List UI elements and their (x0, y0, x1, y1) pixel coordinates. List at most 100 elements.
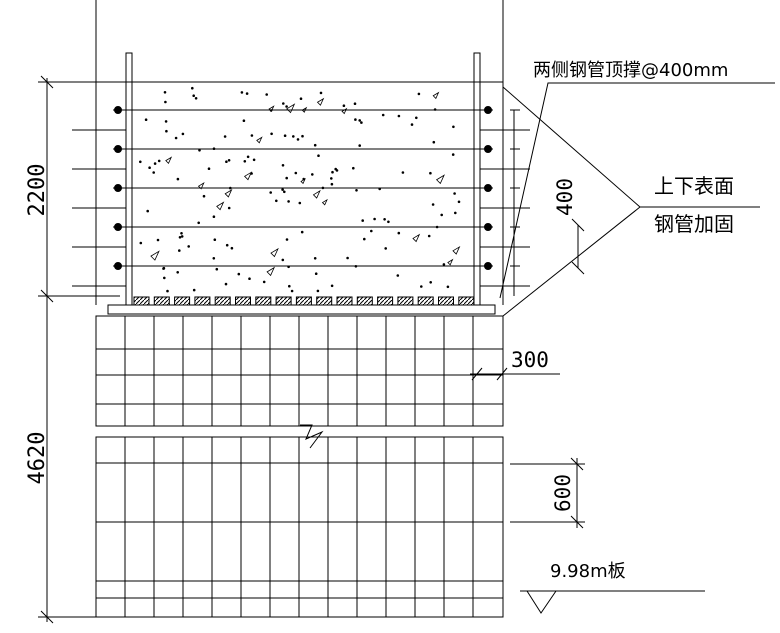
concrete-dot (414, 116, 418, 120)
concrete-dot (163, 276, 166, 280)
concrete-dot (192, 94, 196, 97)
hatched-pad (438, 296, 454, 306)
concrete-dot (330, 284, 334, 288)
concrete-dot (213, 238, 217, 242)
aggregate-triangle (341, 107, 348, 115)
concrete-dot (250, 134, 254, 137)
concrete-dot (180, 235, 184, 238)
hatched-pad (356, 296, 373, 306)
concrete-dot (319, 91, 323, 95)
tie-bolt-right (484, 184, 492, 192)
aggregate-triangle (452, 245, 461, 255)
concrete-dot (346, 256, 349, 260)
tie-bolt-right (484, 262, 492, 270)
aggregate-triangle (216, 201, 225, 211)
aggregate-triangle (432, 91, 440, 100)
tie-bolt-left (114, 223, 122, 231)
aggregate-triangle (412, 233, 421, 243)
concrete-dot (178, 249, 181, 252)
concrete-dot (446, 285, 450, 289)
concrete-dot (162, 267, 165, 270)
concrete-dot (296, 138, 300, 141)
concrete-dot (164, 100, 167, 104)
break-line-symbol (300, 424, 324, 449)
concrete-dot (224, 282, 228, 286)
concrete-dot (291, 135, 295, 138)
concrete-dot (431, 203, 435, 206)
concrete-dot (452, 125, 455, 129)
dim-2200-label: 2200 (25, 164, 50, 217)
concrete-dot (314, 272, 318, 276)
concrete-dot (174, 136, 178, 140)
concrete-dot (440, 213, 444, 217)
aggregate-triangle (197, 182, 205, 190)
tie-bolt-right (484, 106, 492, 114)
concrete-dot (166, 289, 169, 293)
dim-300-tick-left (471, 367, 483, 381)
concrete-dot (442, 263, 446, 266)
concrete-dot (287, 265, 290, 269)
hatched-pad (153, 296, 170, 306)
concrete-dot (212, 147, 216, 151)
hatched-pad (174, 296, 191, 306)
dim-400-tick-top (571, 218, 585, 232)
hatched-pad (336, 296, 353, 306)
concrete-dot (283, 134, 287, 138)
concrete-dot (212, 215, 216, 219)
concrete-dot (285, 105, 288, 108)
concrete-dot (290, 289, 294, 293)
concrete-dot (387, 220, 390, 224)
dim-tick-mid (40, 289, 54, 303)
dim-600-tick-top (570, 457, 584, 471)
concrete-dot (429, 171, 432, 175)
aggregate-triangle (300, 178, 306, 185)
concrete-dot (246, 155, 250, 159)
dim-tick-bottom (40, 610, 54, 624)
concrete-dot (139, 160, 142, 164)
concrete-dot (410, 123, 414, 126)
concrete-dot (240, 91, 244, 94)
concrete-dot (265, 93, 269, 96)
concrete-dot (331, 170, 334, 174)
aggregate-triangle (321, 198, 328, 206)
concrete-dot (227, 159, 231, 162)
concrete-dot (361, 219, 365, 222)
concrete-dot (165, 129, 168, 133)
hatched-pad (458, 296, 475, 306)
concrete-dot (457, 200, 461, 204)
concrete-dot (153, 162, 157, 165)
concrete-dot (299, 97, 303, 100)
concrete-dot (362, 237, 366, 241)
concrete-dot (152, 171, 156, 174)
aggregate-triangle (312, 189, 321, 199)
concrete-dot (453, 211, 457, 215)
side-callout-leader-upper (502, 86, 641, 208)
aggregate-triangle (286, 103, 296, 114)
concrete-dot (242, 119, 246, 122)
aggregate-triangle (266, 266, 276, 277)
concrete-dot (342, 104, 346, 107)
concrete-dot (176, 270, 180, 274)
concrete-dot (435, 225, 439, 229)
concrete-dot (317, 154, 320, 158)
concrete-dot (274, 199, 278, 203)
concrete-dot (187, 245, 191, 248)
concrete-dot (383, 218, 386, 221)
concrete-dot (419, 285, 423, 288)
concrete-dot (451, 153, 455, 156)
concrete-dot (378, 187, 382, 191)
concrete-dot (197, 221, 201, 225)
dim-400-label: 400 (553, 178, 577, 216)
concrete-dot (401, 171, 405, 174)
concrete-dot (163, 91, 167, 94)
dim-300-tick-right (496, 367, 508, 381)
dim-600-label: 600 (551, 474, 575, 512)
concrete-dot (281, 164, 285, 167)
base-slab (107, 304, 496, 315)
concrete-dot (321, 186, 325, 190)
right-vertical-prop (473, 52, 481, 306)
concrete-dot (453, 192, 456, 195)
concrete-dot (139, 241, 143, 245)
tie-bolt-right (484, 223, 492, 231)
